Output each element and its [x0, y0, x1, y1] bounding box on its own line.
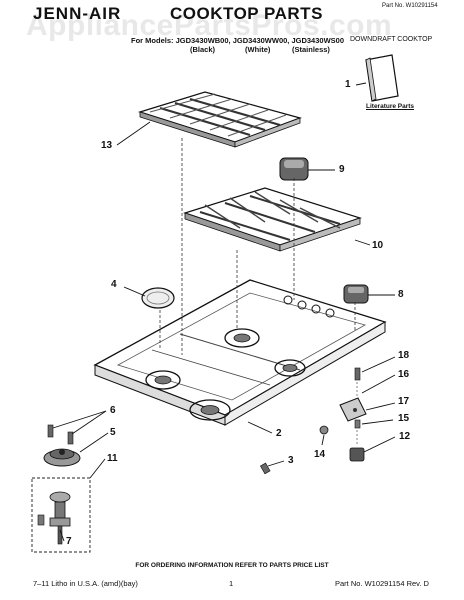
page-title: COOKTOP PARTS [170, 4, 323, 23]
callout-11: 11 [107, 453, 118, 464]
brand-logo: JENN-AIR [33, 4, 122, 23]
control-knob-upper [279, 157, 309, 181]
callout-8: 8 [398, 289, 404, 300]
leader-lines [52, 82, 396, 542]
ordering-note: FOR ORDERING INFORMATION REFER TO PARTS … [135, 562, 329, 569]
burner-right-front [189, 399, 231, 421]
cooktop-base [93, 279, 387, 426]
burner-left-rear [224, 328, 260, 348]
burner-screws [47, 424, 74, 445]
burner-base-assembly [43, 448, 81, 467]
callout-16: 16 [398, 369, 410, 380]
alignment-lines [159, 138, 356, 355]
print-info: 7–11 Litho in U.S.A. (amd)(bay) [33, 579, 138, 588]
callout-4: 4 [111, 279, 117, 290]
screw [259, 462, 271, 475]
watermark: AppliancePartsPros.com [26, 9, 393, 42]
literature-parts-label: Literature Parts [366, 103, 415, 110]
callout-7: 7 [66, 536, 72, 547]
knob-openings [283, 295, 335, 318]
callout-10: 10 [372, 240, 384, 251]
literature-booklet [365, 54, 399, 102]
burner-left-front [145, 370, 181, 390]
callout-17: 17 [398, 396, 410, 407]
variant-white: (White) [245, 45, 271, 54]
product-subtitle: DOWNDRAFT COOKTOP [350, 36, 433, 43]
callout-15: 15 [398, 413, 410, 424]
footer-part-number: Part No. W10291154 Rev. D [335, 579, 429, 588]
variant-stainless: (Stainless) [292, 45, 330, 54]
callout-3: 3 [288, 455, 294, 466]
callout-18: 18 [398, 350, 410, 361]
callout-12: 12 [399, 431, 411, 442]
griddle-plate [141, 287, 175, 309]
header-part-number: Part No. W10291154 [382, 3, 438, 9]
hardware-right [319, 367, 367, 462]
callout-13: 13 [101, 140, 113, 151]
top-grate [137, 91, 302, 148]
page-number: 1 [229, 579, 234, 588]
callout-5: 5 [110, 427, 116, 438]
variant-black: (Black) [190, 45, 216, 54]
callout-6: 6 [110, 405, 116, 416]
control-knob-lower [343, 284, 369, 304]
orifice-kit-box [31, 477, 91, 553]
callout-2: 2 [276, 428, 282, 439]
callout-1: 1 [345, 79, 351, 90]
callout-9: 9 [339, 164, 345, 175]
burner-grate [183, 187, 362, 252]
model-list: For Models: JGD3430WB00, JGD3430WW00, JG… [131, 36, 344, 45]
burner-right-rear [274, 359, 306, 377]
callout-14: 14 [314, 449, 326, 460]
